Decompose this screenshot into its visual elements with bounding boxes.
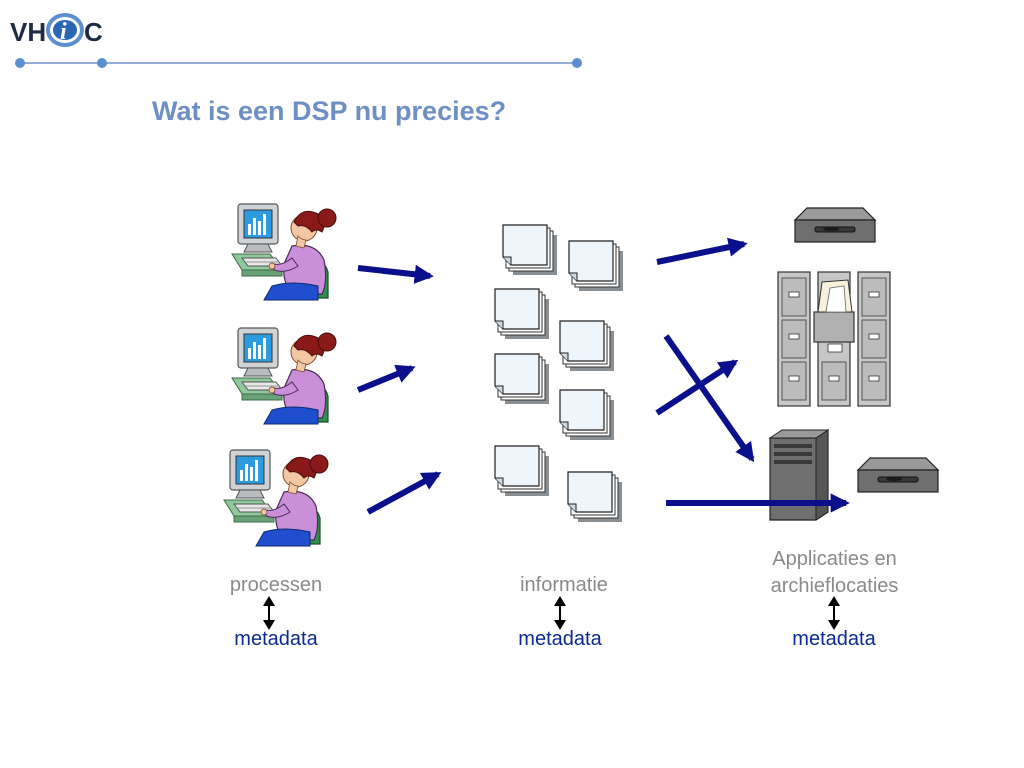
document-stack-icon <box>502 224 558 276</box>
logo-text-vh: VH <box>10 17 46 47</box>
arrow-info-to-cabinets <box>655 359 739 416</box>
document-stack-icon <box>494 353 550 405</box>
filing-cabinet-icon <box>777 271 891 407</box>
double-arrow-icon <box>554 596 566 630</box>
arrow-info-to-server <box>663 334 755 463</box>
double-arrow-icon <box>828 596 840 630</box>
flow-arrows <box>356 237 850 515</box>
employee-computer-icon <box>231 203 337 301</box>
document-stack-icon <box>568 240 624 292</box>
vhic-logo: VH i C <box>10 13 103 47</box>
double-arrow-icon <box>263 596 275 630</box>
metadata-label-informatie: metadata <box>518 628 602 650</box>
label-applicaties: Applicaties en archieflocaties <box>742 546 927 600</box>
document-stack-icon <box>494 288 550 340</box>
logo-text-i: i <box>60 19 67 45</box>
arrow-process1-to-info <box>357 264 434 284</box>
header-divider <box>15 58 582 68</box>
employee-computer-icon <box>231 327 337 425</box>
metadata-label-processen: metadata <box>234 628 318 650</box>
label-applicaties-line2: archieflocaties <box>770 575 899 597</box>
document-stack-icon <box>559 320 615 372</box>
divider-dot <box>15 58 25 68</box>
document-stack-icon <box>559 389 615 441</box>
employee-computer-icon <box>223 449 329 547</box>
divider-dot <box>97 58 107 68</box>
metadata-label-applicaties: metadata <box>792 628 876 650</box>
label-informatie: informatie <box>520 574 608 596</box>
page-title: Wat is een DSP nu precies? <box>152 96 507 126</box>
disk-drive-icon <box>794 207 876 243</box>
arrow-process2-to-info <box>356 364 416 393</box>
label-applicaties-line1: Applicaties en <box>772 548 897 570</box>
label-processen: processen <box>229 574 323 596</box>
arrow-info-to-drive <box>656 237 748 265</box>
server-tower-icon <box>768 428 830 521</box>
disk-drive-icon <box>857 457 939 493</box>
document-stack-icon <box>567 471 623 523</box>
document-stack-icon <box>494 445 550 497</box>
arrow-process3-to-info <box>366 471 442 515</box>
divider-dot <box>572 58 582 68</box>
logo-text-c: C <box>84 17 103 47</box>
